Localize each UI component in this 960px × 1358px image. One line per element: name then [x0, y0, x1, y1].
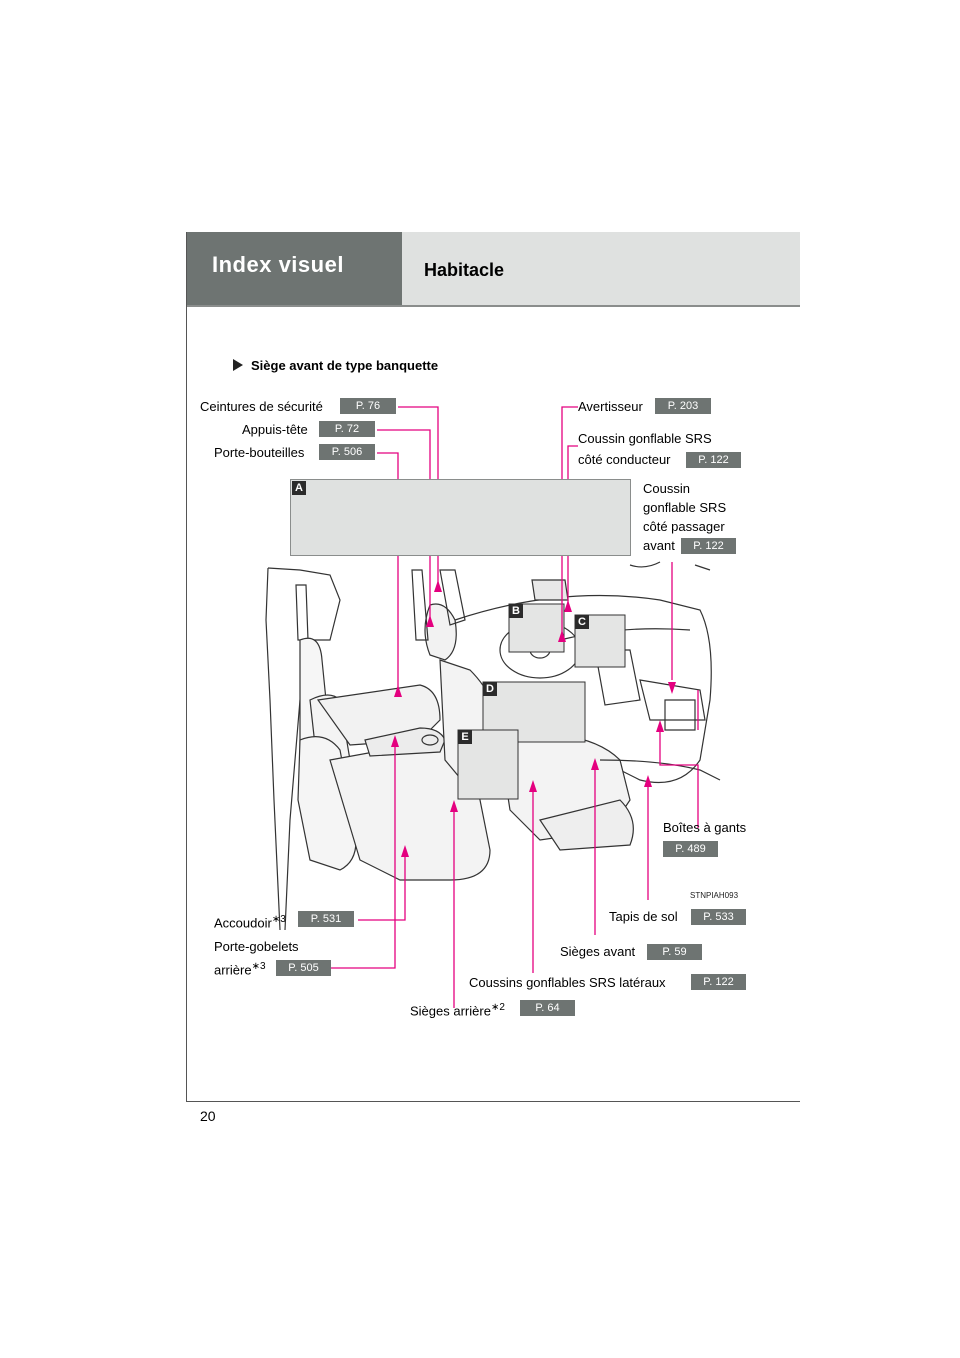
page-frame-left — [186, 232, 187, 1102]
page-subtitle: Habitacle — [424, 260, 505, 280]
label-cup-holders-line1: Porte-gobelets — [214, 939, 299, 954]
label-floor-mats: Tapis de sol — [609, 909, 678, 924]
rear-seats-text: Sièges arrière — [410, 1003, 491, 1019]
section-heading: Siège avant de type banquette — [233, 358, 438, 373]
page-ref-armrest[interactable]: P. 531 — [298, 911, 354, 927]
tag-b: B — [509, 604, 523, 618]
image-code: STNPIAH093 — [690, 891, 739, 900]
page-ref-headrests[interactable]: P. 72 — [319, 421, 375, 437]
tag-d: D — [483, 682, 497, 696]
label-cup-holders-line2: arrière∗3 — [214, 958, 266, 979]
leader-bottle-holders — [377, 452, 399, 695]
label-glove-boxes: Boîtes à gants — [663, 820, 747, 835]
label-driver-airbag-line1: Coussin gonflable SRS — [578, 431, 712, 446]
page-ref-bottle-holders[interactable]: P. 506 — [319, 444, 375, 460]
label-headrests: Appuis-tête — [242, 422, 308, 437]
header-light-block — [402, 232, 800, 306]
leader-cup-holders — [330, 745, 396, 969]
leader-arrows — [391, 580, 676, 857]
label-seatbelts: Ceintures de sécurité — [200, 399, 323, 414]
label-rear-seats: Sièges arrière∗2 — [410, 999, 505, 1020]
armrest-footnote: ∗3 — [271, 914, 286, 925]
label-driver-airbag-line2: côté conducteur — [578, 452, 671, 467]
label-passenger-airbag-line2: gonflable SRS — [643, 500, 727, 515]
label-passenger-airbag-line1: Coussin — [643, 481, 690, 496]
page-ref-floor-mats[interactable]: P. 533 — [691, 909, 746, 925]
page-title: Index visuel — [212, 252, 344, 277]
label-side-airbags: Coussins gonflables SRS latéraux — [469, 975, 666, 990]
label-horn: Avertisseur — [578, 399, 643, 414]
page-ref-seatbelts[interactable]: P. 76 — [340, 398, 396, 414]
page-ref-cup-holders[interactable]: P. 505 — [276, 960, 331, 976]
page-ref-rear-seats[interactable]: P. 64 — [520, 1000, 575, 1016]
label-bottle-holders: Porte-bouteilles — [214, 445, 305, 460]
section-title: Siège avant de type banquette — [251, 358, 439, 373]
page-frame-bottom — [186, 1101, 800, 1102]
page-ref-driver-airbag[interactable]: P. 122 — [686, 452, 741, 468]
leader-horn — [561, 406, 578, 640]
label-passenger-airbag-line3: côté passager — [643, 519, 725, 534]
leader-headrests — [377, 429, 431, 625]
arrow-right-icon — [233, 359, 243, 371]
header-dark-block — [187, 232, 402, 306]
header-divider — [187, 305, 800, 307]
tag-a: A — [292, 481, 306, 495]
page-number: 20 — [200, 1108, 216, 1124]
leader-armrest — [358, 855, 406, 921]
page-ref-glove-boxes[interactable]: P. 489 — [663, 841, 718, 857]
tag-e: E — [458, 730, 472, 744]
inset-box-a — [290, 479, 631, 556]
label-armrest: Accoudoir∗3 — [214, 911, 286, 932]
rear-seats-footnote: ∗2 — [490, 1002, 505, 1013]
page-ref-front-seats[interactable]: P. 59 — [647, 944, 702, 960]
cup-holders-footnote: ∗3 — [251, 961, 266, 972]
label-front-seats: Sièges avant — [560, 944, 636, 959]
leader-lines — [330, 406, 699, 1008]
page-ref-side-airbags[interactable]: P. 122 — [691, 974, 746, 990]
page-ref-horn[interactable]: P. 203 — [655, 398, 711, 414]
label-passenger-airbag-line4: avant — [643, 538, 675, 553]
leader-glove-boxes — [659, 730, 699, 828]
tag-c: C — [575, 615, 589, 629]
page-ref-passenger-airbag[interactable]: P. 122 — [681, 538, 736, 554]
cup-holders-text: arrière — [214, 962, 252, 978]
armrest-text: Accoudoir — [214, 915, 272, 931]
